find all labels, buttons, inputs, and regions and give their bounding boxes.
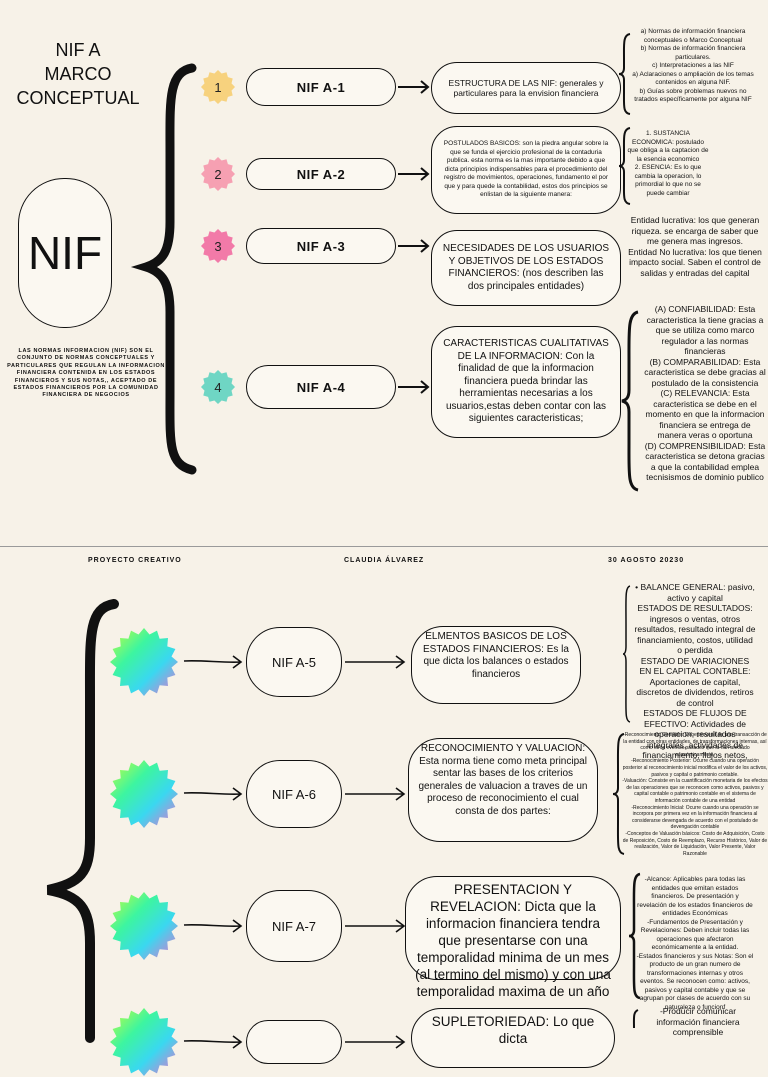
side-brace-6 <box>612 733 625 855</box>
arrow-icon <box>183 655 243 669</box>
nif-pill-4: NIF A-4 <box>246 365 396 409</box>
arrow-icon <box>398 380 430 394</box>
nif-detail-2: 1. SUSTANCIA ECONOMICA: postulado que ob… <box>627 130 709 197</box>
side-brace-2 <box>618 127 631 205</box>
description-text: SUPLETORIEDAD: Lo que dicta <box>431 1014 595 1046</box>
badge-shape <box>201 70 235 104</box>
step-number: 1 <box>214 79 222 95</box>
arrow-icon <box>345 919 406 933</box>
nif-pill-8 <box>246 1020 342 1064</box>
nif-code: NIF A-5 <box>271 654 317 670</box>
arrow-icon <box>345 655 406 669</box>
description-text: POSTULADOS BASICOS: son la piedra angula… <box>443 140 609 199</box>
step-badge-4: 4 <box>201 370 235 404</box>
big-brace-bottom <box>46 599 119 1043</box>
nif-detail-3: Entidad lucrativa: los que generan rique… <box>628 215 762 278</box>
nif-description-7: PRESENTACION Y REVELACION: Dicta que la … <box>405 876 621 999</box>
holographic-badge-icon <box>110 628 178 696</box>
nif-description-6: RECONOCIMIENTO Y VALUACION: Esta norma t… <box>408 738 598 842</box>
nif-pill-1: NIF A-1 <box>246 68 396 106</box>
arrow-icon <box>398 80 430 94</box>
nif-pill-6: NIF A-6 <box>246 760 342 828</box>
side-brace-5 <box>622 585 631 723</box>
nif-detail-8: -Producir comunicar información financie… <box>656 1006 740 1037</box>
nif-oval: NIF <box>18 178 112 328</box>
nif-pill-5: NIF A-5 <box>246 627 342 697</box>
nif-pill-3: NIF A-3 <box>246 228 396 264</box>
footer-left: PROYECTO CREATIVO <box>88 557 182 564</box>
nif-definition: LAS NORMAS INFORMACION (NIF) SON EL CONJ… <box>7 348 165 399</box>
holographic-badge-icon <box>110 1008 178 1076</box>
holographic-badge-icon <box>110 760 178 828</box>
nif-code: NIF A-7 <box>271 918 317 934</box>
nif-pill-7: NIF A-7 <box>246 890 342 962</box>
page-title: NIF A MARCO CONCEPTUAL <box>16 40 140 108</box>
side-brace-1 <box>618 33 631 115</box>
nif-description-4: CARACTERISTICAS CUALITATIVAS DE LA INFOR… <box>431 326 621 438</box>
badge-shape <box>201 229 235 263</box>
arrow-icon <box>183 1035 243 1049</box>
nif-description-1: ESTRUCTURA DE LAS NIF: generales y parti… <box>431 62 621 114</box>
side-brace-4 <box>621 310 639 492</box>
arrow-icon <box>345 1035 406 1049</box>
holographic-badge-icon <box>110 892 178 960</box>
side-brace-7 <box>628 872 641 1000</box>
description-text: ESTRUCTURA DE LAS NIF: generales y parti… <box>448 77 604 99</box>
step-number: 2 <box>214 166 222 182</box>
big-brace-top <box>130 63 197 475</box>
nif-detail-4: (A) CONFIABILIDAD: Esta caracteristica l… <box>644 304 766 482</box>
nif-detail-5: • BALANCE GENERAL: pasivo, activo y capi… <box>634 582 756 760</box>
nif-code: NIF A-3 <box>296 238 346 254</box>
step-badge-1: 1 <box>201 70 235 104</box>
badge-shape <box>201 370 235 404</box>
arrow-icon <box>398 239 430 253</box>
step-badge-3: 3 <box>201 229 235 263</box>
nif-pill-2: NIF A-2 <box>246 158 396 190</box>
arrow-icon <box>183 919 243 933</box>
nif-code: NIF A-6 <box>271 786 317 802</box>
nif-description-2: POSTULADOS BASICOS: son la piedra angula… <box>431 126 621 214</box>
nif-code: NIF A-1 <box>296 79 346 95</box>
step-badge-2: 2 <box>201 157 235 191</box>
arrow-icon <box>183 787 243 801</box>
nif-description-5: ELMENTOS BASICOS DE LOS ESTADOS FINANCIE… <box>411 626 581 704</box>
nif-code: NIF A-4 <box>296 379 346 395</box>
nif-description-8: SUPLETORIEDAD: Lo que dicta <box>411 1008 615 1068</box>
description-text: NECESIDADES DE LOS USUARIOS Y OBJETIVOS … <box>442 243 610 292</box>
nif-detail-7: -Alcance: Aplicables para todas las enti… <box>636 876 754 1011</box>
description-text: ELMENTOS BASICOS DE LOS ESTADOS FINANCIE… <box>423 631 569 680</box>
footer-right: 30 AGOSTO 20230 <box>608 557 685 564</box>
nif-code: NIF A-2 <box>296 166 346 182</box>
description-text: RECONOCIMIENTO Y VALUACION: Esta norma t… <box>418 743 588 817</box>
arrow-icon <box>398 167 430 181</box>
section-divider <box>0 546 768 547</box>
nif-detail-6: -Reconocimiento Contable: Debe provenir … <box>622 732 768 857</box>
arrow-icon <box>345 787 406 801</box>
description-text: PRESENTACION Y REVELACION: Dicta que la … <box>415 882 611 999</box>
description-text: CARACTERISTICAS CUALITATIVAS DE LA INFOR… <box>443 338 609 425</box>
side-brace-8 <box>632 1009 639 1029</box>
nif-label: NIF <box>27 227 103 279</box>
footer-center: CLAUDIA ÁLVAREZ <box>344 557 425 564</box>
nif-detail-1: a) Normas de información financiera conc… <box>632 28 754 103</box>
step-number: 4 <box>214 379 222 395</box>
badge-shape <box>201 157 235 191</box>
nif-description-3: NECESIDADES DE LOS USUARIOS Y OBJETIVOS … <box>431 230 621 306</box>
step-number: 3 <box>214 238 222 254</box>
